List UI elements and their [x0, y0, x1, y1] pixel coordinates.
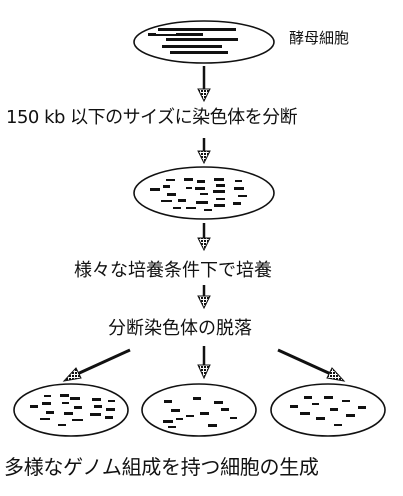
chromosome-loss-step-label: 分断染色体の脱落	[108, 318, 252, 339]
down-arrow	[197, 66, 211, 103]
culture-step-label: 様々な培養条件下で培養	[74, 260, 272, 281]
down-arrow	[197, 285, 211, 310]
fragmented-cell	[133, 166, 275, 220]
yeast-cell	[133, 20, 275, 64]
chromosome-long	[148, 33, 203, 36]
down-arrow	[197, 346, 211, 380]
result-cell-2	[141, 383, 257, 437]
chromosome-long	[170, 51, 228, 54]
down-right-arrow	[277, 348, 346, 382]
down-left-arrow	[62, 348, 131, 382]
chromosome-long	[158, 28, 236, 31]
fragmentation-step-label: 150 kb 以下のサイズに染色体を分断	[6, 107, 298, 128]
down-arrow	[197, 138, 211, 165]
chromosome-long	[162, 45, 222, 48]
yeast-cell-label: 酵母細胞	[289, 29, 350, 47]
result-label: 多様なゲノム組成を持つ細胞の生成	[4, 455, 319, 479]
result-cell-1	[13, 383, 129, 437]
result-cell-3	[270, 383, 386, 437]
down-arrow	[197, 223, 211, 252]
chromosome-long	[166, 38, 238, 41]
